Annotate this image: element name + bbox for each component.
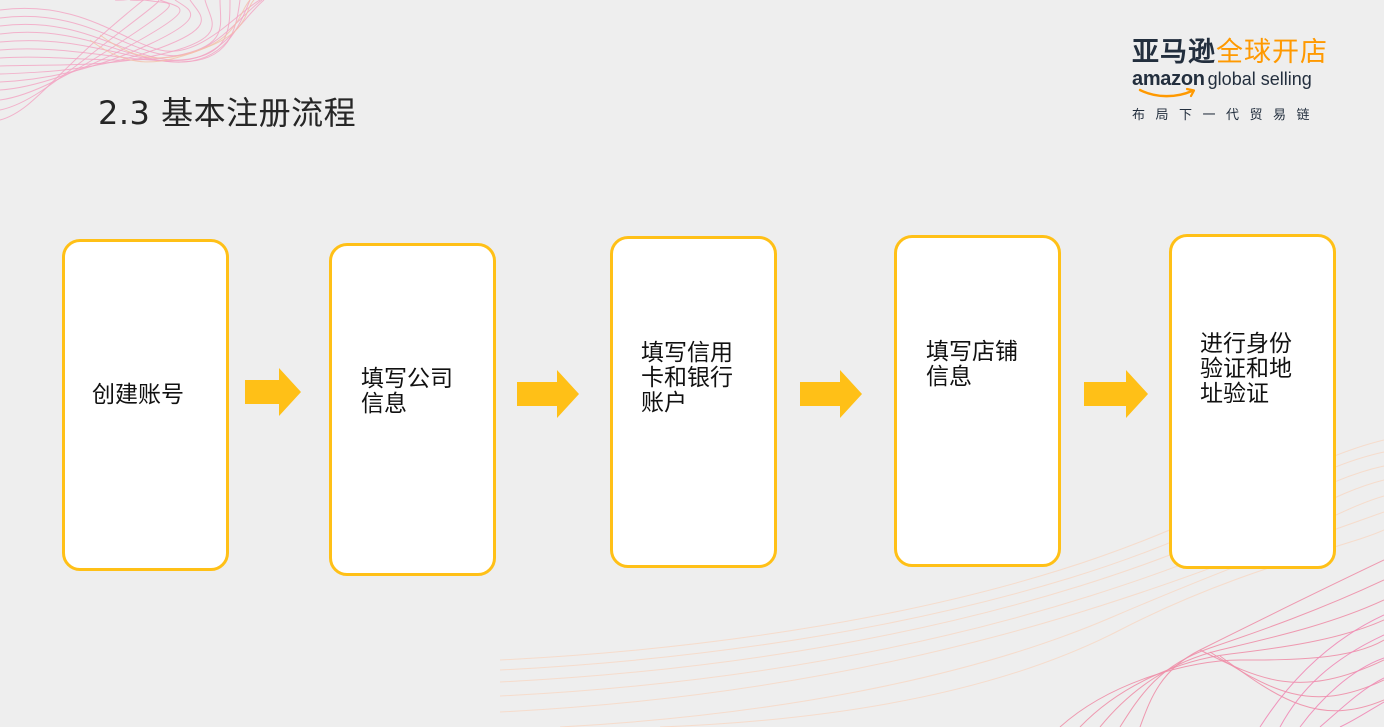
flow-step-1: 创建账号	[62, 239, 229, 571]
logo-en-brand: amazon	[1132, 68, 1205, 90]
flow-step-label: 进行身份验证和地址验证	[1200, 331, 1292, 407]
flow-step-2: 填写公司信息	[329, 243, 496, 576]
arrow-right-icon	[245, 368, 301, 416]
arrow-right-icon	[1084, 370, 1148, 418]
logo-en-program: global selling	[1207, 69, 1312, 89]
flow-step-5: 进行身份验证和地址验证	[1169, 234, 1336, 569]
logo-cn-brand: 亚马逊	[1132, 37, 1216, 68]
logo-cn-row: 亚马逊全球开店	[1132, 38, 1332, 68]
flow-step-label: 创建账号	[92, 382, 184, 408]
flow-step-3: 填写信用卡和银行账户	[610, 236, 777, 568]
arrow-right-icon	[800, 370, 862, 418]
flow-step-label: 填写信用卡和银行账户	[641, 340, 733, 416]
slide-title: 2.3 基本注册流程	[98, 94, 357, 132]
logo-tagline: 布局下一代贸易链	[1132, 108, 1321, 123]
amazon-smile-icon	[1138, 87, 1196, 98]
logo-cn-program: 全球开店	[1216, 37, 1328, 68]
flow-step-label: 填写店铺信息	[926, 339, 1018, 390]
arrow-right-icon	[517, 370, 579, 418]
flow-step-4: 填写店铺信息	[894, 235, 1061, 567]
flow-step-label: 填写公司信息	[361, 366, 453, 417]
